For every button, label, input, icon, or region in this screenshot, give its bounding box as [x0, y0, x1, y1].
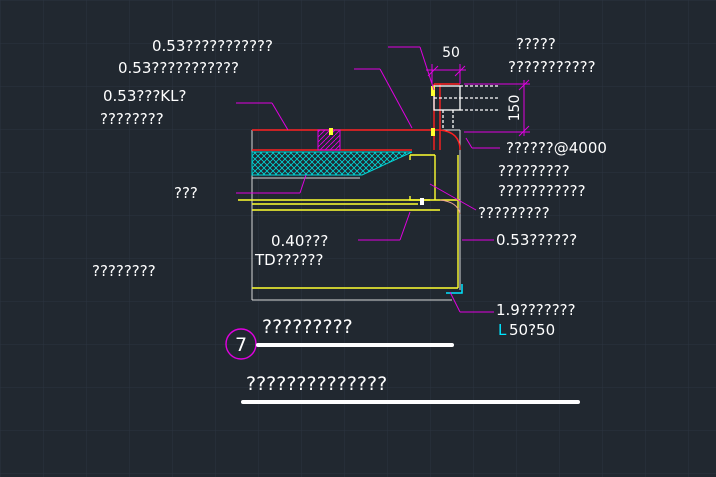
dimension-lines: [426, 64, 530, 137]
note-right-9: 50?50: [509, 321, 555, 339]
gutter-box: [433, 85, 500, 130]
note-right-9-prefix: L: [498, 321, 507, 339]
note-right-6: ?????????: [478, 204, 550, 222]
note-left-4: ????????: [100, 110, 164, 128]
note-left-5: ???: [174, 184, 198, 202]
drip-curve: [439, 199, 461, 215]
detail-number: 7: [235, 334, 247, 356]
leader-lines: [236, 46, 500, 313]
drawing-subtitle: ??????????????: [246, 373, 387, 395]
note-right-4: ?????????: [498, 162, 570, 180]
note-right-2: ???????????: [508, 58, 596, 76]
detail-title: ?????????: [262, 316, 353, 338]
gutter-fastener: [431, 86, 435, 96]
note-right-8: 1.9???????: [496, 301, 576, 319]
side-fastener: [431, 128, 435, 136]
note-right-7: 0.53??????: [496, 231, 577, 249]
insulation-hatch: [251, 151, 413, 176]
note-mid-2: TD??????: [254, 251, 323, 269]
note-left-6: ????????: [92, 262, 156, 280]
note-right-1: ?????: [516, 35, 556, 53]
note-left-1: 0.53???????????: [152, 37, 273, 55]
note-left-3: 0.53???KL?: [103, 87, 186, 105]
detail-number-circle: [225, 328, 257, 360]
note-mid-1: 0.40???: [271, 232, 328, 250]
note-right-5: ???????????: [498, 182, 586, 200]
corner-angle: [446, 284, 463, 294]
fastener-mark: [329, 128, 333, 135]
note-right-3: ??????@4000: [506, 139, 607, 157]
dim-top-width: 50: [442, 45, 460, 61]
note-left-2: 0.53???????????: [118, 59, 239, 77]
dim-height: 150: [507, 95, 523, 122]
rivet-mark: [420, 198, 424, 205]
